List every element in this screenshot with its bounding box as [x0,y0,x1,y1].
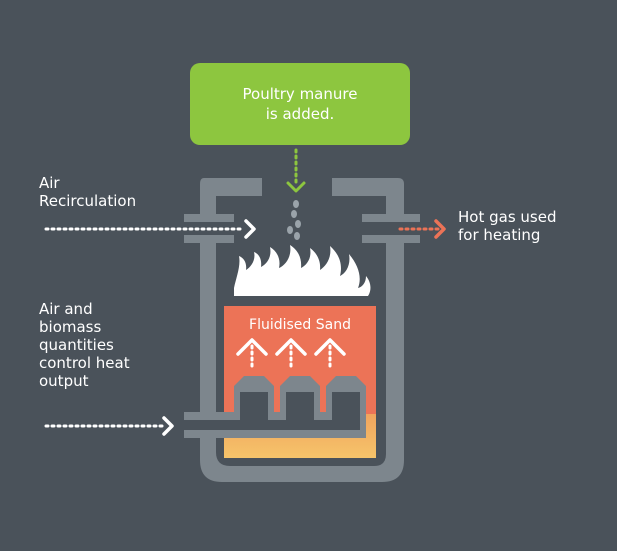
pellet [295,220,301,228]
air-recirculation-label: Air Recirculation [39,174,136,210]
pellet [287,226,293,234]
air-biomass-line-2: biomass [39,318,102,336]
pellet [294,232,300,240]
air-biomass-arrow-head [162,416,174,436]
hot-gas-line-1: Hot gas used [458,208,557,226]
pellet [291,210,297,218]
manure-input-arrow-head [286,181,306,193]
air-biomass-line-4: control heat [39,354,130,372]
right-gas-pipe-gap [386,222,404,235]
air-recirculation-arrow-head [244,219,256,239]
air-biomass-line-3: quantities [39,336,114,354]
hot-gas-line-2: for heating [458,226,541,244]
fluidised-sand-label: Fluidised Sand [249,317,351,333]
vessel-top-opening [262,178,332,196]
left-air-pipe-bottom [184,235,234,243]
right-gas-pipe-top [362,214,420,222]
hot-gas-arrow-head [434,219,446,239]
air-distributor-channel [184,392,360,430]
left-air-pipe-top [184,214,234,222]
flame-icon [234,245,371,296]
input-box-line-1: Poultry manure [242,85,358,103]
pellet [293,200,299,208]
poultry-manure-input-box: Poultry manure is added. [190,63,410,145]
right-gas-pipe-bottom [362,235,420,243]
air-biomass-line-5: output [39,372,89,390]
air-biomass-label: Air and biomass quantities control heat … [39,300,130,390]
air-recirculation-line-2: Recirculation [39,192,137,210]
heat-arrow-icon [275,338,307,372]
hot-gas-label: Hot gas used for heating [458,208,556,244]
heat-arrow-icon [236,338,268,372]
air-recirculation-line-1: Air [39,174,60,192]
heat-arrow-icon [314,338,346,372]
air-biomass-line-1: Air and [39,300,93,318]
input-box-line-2: is added. [265,105,335,123]
